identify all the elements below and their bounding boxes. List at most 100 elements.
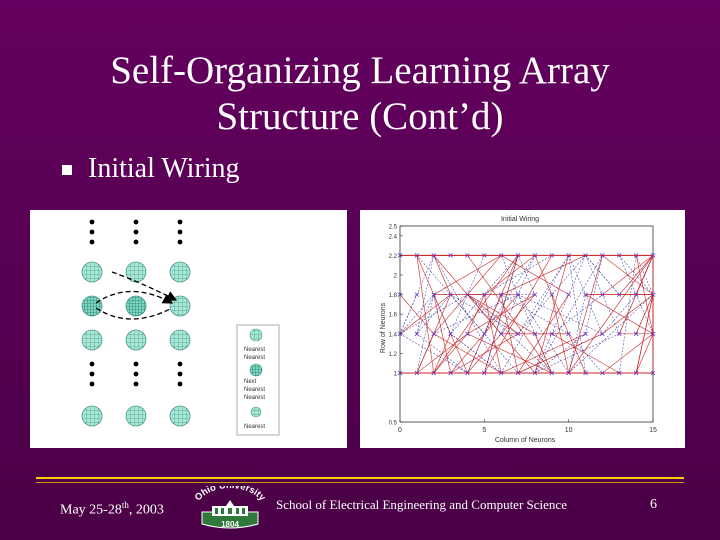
ellipsis-dot: [133, 239, 139, 245]
y-axis-ticks: 0.511.21.41.61.822.22.42.5: [389, 225, 403, 427]
legend-label-3: Next: [244, 379, 257, 385]
neuron-markers: [397, 253, 656, 376]
footer-date-year: , 2003: [128, 502, 164, 518]
footer-date-main: May 25-28: [60, 502, 122, 518]
logo-year-text: 1804: [221, 520, 239, 529]
wiring-edge: [467, 255, 553, 374]
legend-node-icon: [249, 328, 263, 342]
neuron-marker: [549, 331, 555, 337]
wiring-edge: [534, 333, 620, 374]
legend-label-4: Nearest: [244, 387, 265, 393]
neuron-marker: [414, 253, 420, 258]
wiring-edge: [416, 294, 435, 374]
neuron-marker: [482, 370, 487, 376]
ellipsis-dots: [89, 219, 183, 387]
neuron-node: [125, 295, 147, 317]
wiring-edge: [619, 255, 654, 295]
neuron-marker: [515, 370, 521, 376]
neuron-marker: [616, 331, 622, 337]
ellipsis-dot: [133, 219, 139, 225]
legend-label-1: Nearest: [244, 347, 265, 353]
wiring-edge: [602, 294, 637, 334]
neuron-marker: [515, 292, 521, 297]
neuron-marker: [600, 253, 605, 258]
neuron-marker: [650, 292, 656, 297]
neuron-marker: [498, 331, 504, 337]
legend-node-icon: [250, 406, 262, 418]
neuron-marker: [515, 253, 521, 258]
title-line-1: Self-Organizing Learning Array: [110, 49, 610, 92]
ellipsis-dot: [89, 381, 95, 387]
neuron-marker: [431, 253, 437, 258]
y-tick-label: 2: [394, 274, 398, 280]
neuron-marker: [583, 370, 588, 376]
neuron-node: [169, 261, 191, 283]
x-axis-label: Column of Neurons: [495, 437, 556, 444]
title-line-2: Structure (Cont’d): [216, 95, 504, 138]
wiring-edge: [484, 255, 536, 334]
y-tick-label: 2.2: [389, 254, 398, 260]
y-tick-label: 1: [394, 372, 398, 378]
neuron-marker: [498, 370, 504, 376]
neuron-marker: [448, 292, 453, 297]
ellipsis-dot: [133, 229, 139, 235]
ellipsis-dot: [177, 381, 183, 387]
y-tick-label: 1.8: [389, 293, 398, 299]
wiring-edge: [433, 294, 451, 374]
neuron-marker: [633, 331, 639, 337]
neuron-node: [169, 405, 191, 427]
ellipsis-dot: [133, 361, 139, 367]
neuron-marker: [633, 253, 639, 258]
neuron-marker: [616, 292, 622, 297]
neuron-node: [81, 295, 103, 317]
neuron-marker: [650, 331, 656, 337]
wiring-edge: [467, 294, 536, 335]
neuron-marker: [532, 370, 538, 376]
wiring-edge: [568, 294, 586, 374]
y-tick-label: 1.4: [389, 332, 398, 338]
ellipsis-dot: [177, 371, 183, 377]
wiring-edge: [551, 294, 570, 374]
x-tick-label: 0: [398, 427, 402, 434]
wiring-edge: [635, 294, 654, 374]
wiring-edge: [585, 255, 620, 295]
neuron-node: [169, 329, 191, 351]
neuron-marker: [465, 292, 470, 297]
ellipsis-dot: [133, 381, 139, 387]
neuron-marker: [650, 253, 656, 258]
university-seal-icon: Ohio University 1804: [193, 480, 268, 529]
wiring-edge: [483, 294, 502, 374]
square-bullet-icon: [62, 165, 72, 175]
neuron-marker: [448, 331, 453, 337]
ellipsis-dot: [177, 361, 183, 367]
wiring-edge: [399, 333, 468, 374]
initial-wiring-svg: Initial Wiring 0.511.21.41.61.822.22.42.…: [380, 216, 657, 444]
neuron-marker: [414, 331, 420, 337]
neuron-marker: [566, 331, 571, 337]
neuron-marker: [549, 370, 555, 376]
neuron-marker: [465, 331, 470, 337]
wiring-edge: [551, 294, 603, 335]
footer-divider: [36, 477, 684, 479]
neuron-node: [81, 329, 103, 351]
chart-title: Initial Wiring: [501, 216, 539, 223]
wiring-edge: [618, 255, 637, 374]
neuron-marker: [566, 292, 571, 297]
neuron-marker: [482, 292, 487, 297]
wiring-edge: [416, 255, 435, 334]
legend-label-2: Nearest: [244, 355, 265, 361]
wiring-edge: [433, 255, 451, 295]
wiring-edge: [568, 294, 654, 374]
y-tick-label: 2.4: [389, 234, 398, 240]
wiring-edge: [433, 333, 502, 374]
neuron-marker: [465, 370, 470, 376]
neuron-marker: [633, 292, 639, 297]
wiring-edge: [585, 294, 603, 334]
wiring-edge: [517, 333, 603, 374]
neuron-marker: [600, 331, 605, 337]
neuron-marker: [431, 292, 437, 297]
neuron-array-svg: Nearest Nearest Next Nearest Nearest Nea…: [81, 219, 280, 436]
legend-box: Nearest Nearest Next Nearest Nearest Nea…: [236, 324, 280, 436]
ellipsis-dot: [89, 229, 95, 235]
wiring-edge: [433, 294, 519, 335]
